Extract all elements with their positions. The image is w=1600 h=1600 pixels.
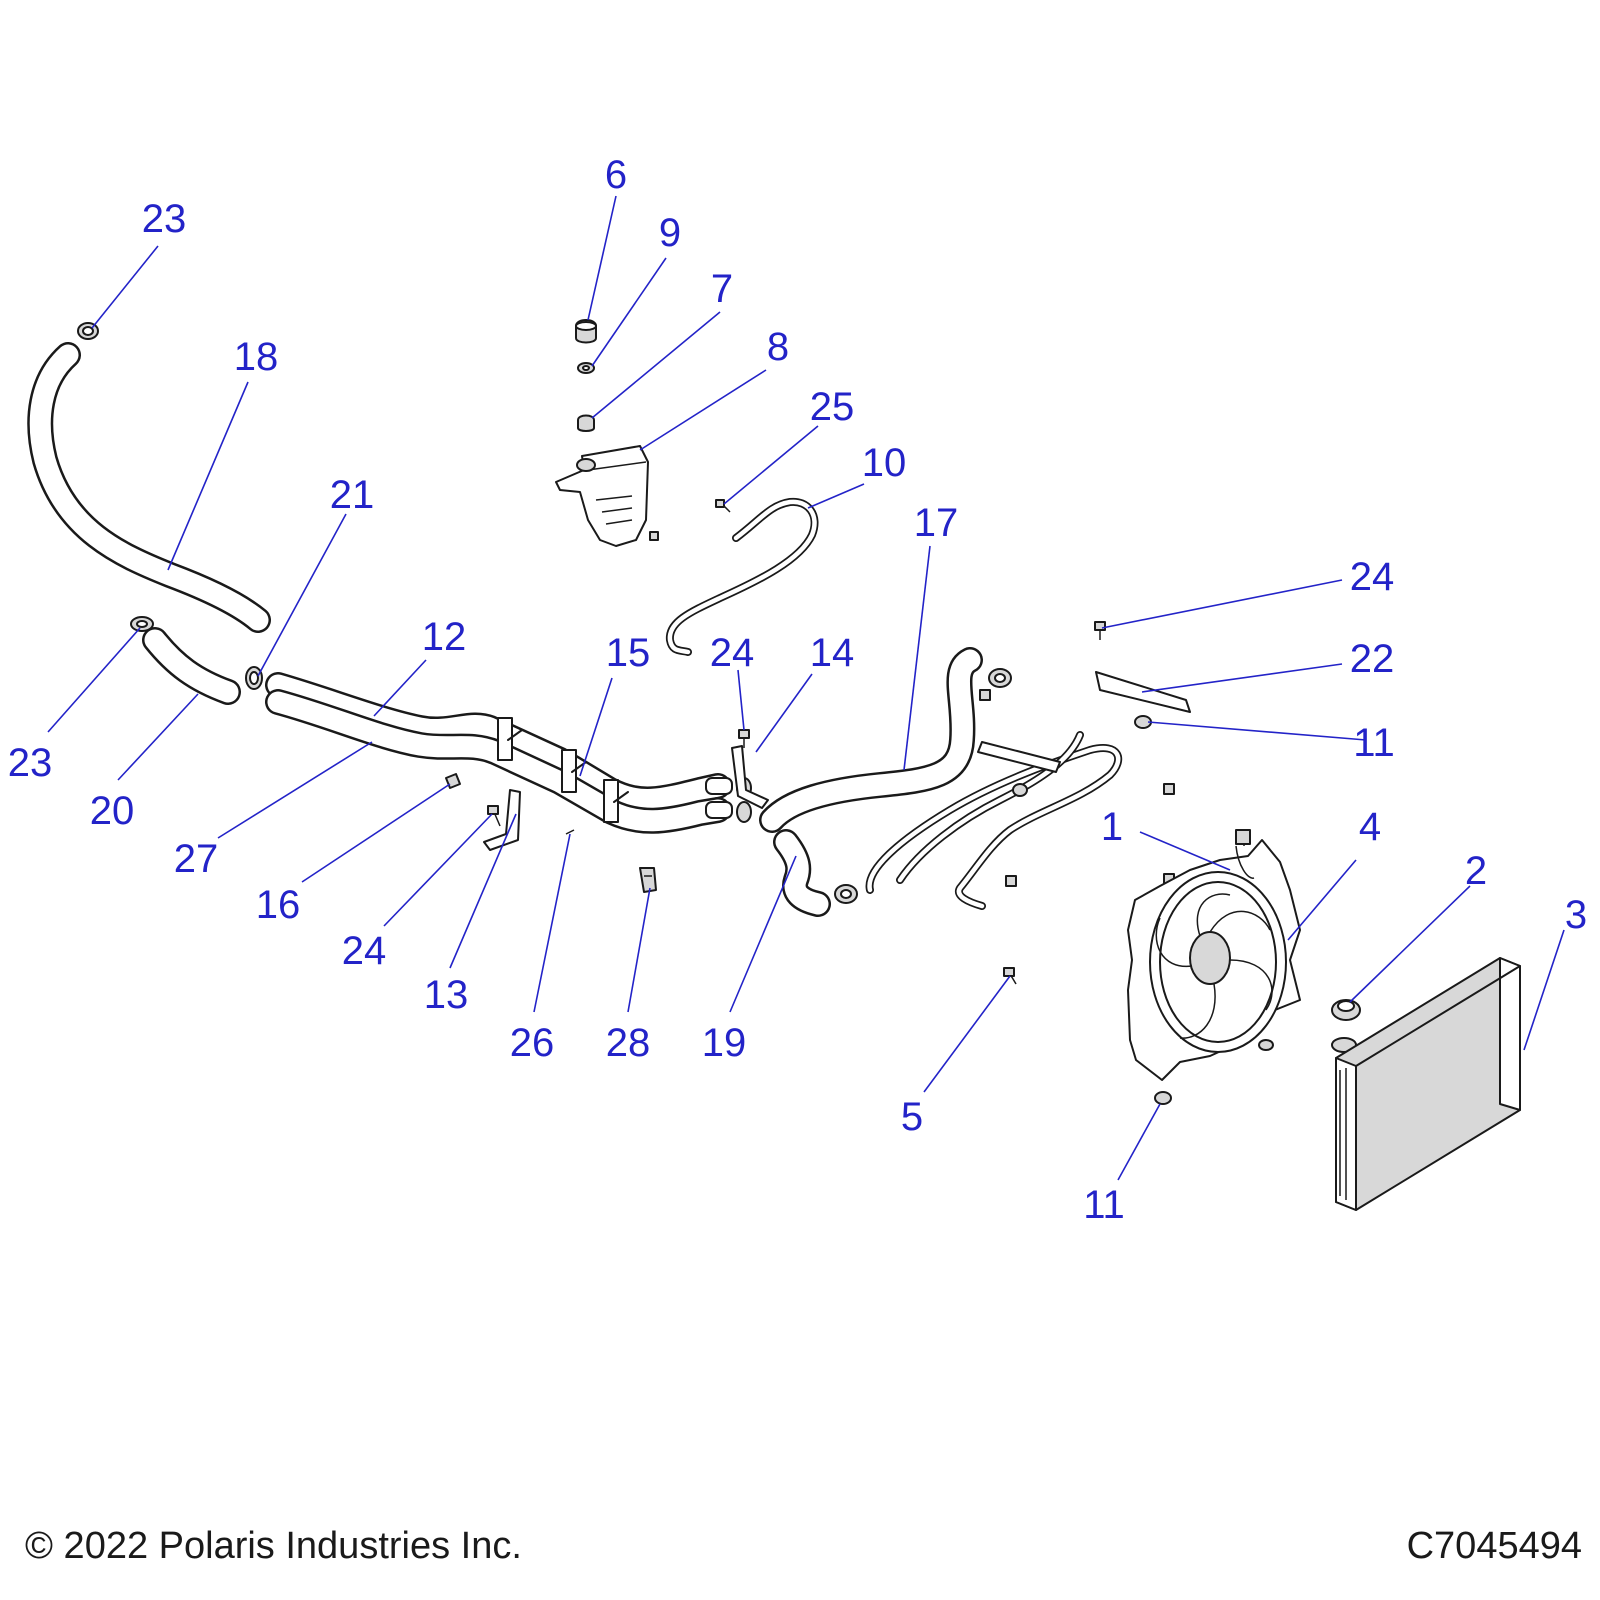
- callout-25: 25: [810, 385, 855, 429]
- callout-7: 7: [711, 267, 733, 311]
- callout-23-top: 23: [142, 197, 187, 241]
- callout-21: 21: [330, 473, 375, 517]
- callout-6: 6: [605, 153, 627, 197]
- callout-20: 20: [90, 789, 135, 833]
- callout-18: 18: [234, 335, 279, 379]
- part-grommet-extra: [1258, 1039, 1274, 1051]
- callout-2: 2: [1465, 849, 1487, 893]
- callout-19: 19: [702, 1021, 747, 1065]
- callout-3: 3: [1565, 893, 1587, 937]
- part-clamp-19: [834, 884, 858, 904]
- callout-24-center: 24: [710, 631, 755, 675]
- drawing-number: C7045494: [1406, 1525, 1582, 1567]
- part-radiator-cap-2: [1331, 999, 1361, 1053]
- part-clip-28: [639, 867, 657, 893]
- callout-14: 14: [810, 631, 855, 675]
- callout-1: 1: [1101, 805, 1123, 849]
- callout-23-left: 23: [8, 741, 53, 785]
- part-clamp-17: [988, 668, 1012, 688]
- part-grommet-11-lower: [1154, 1091, 1172, 1105]
- callout-labels: 1 2 3 4 5 6 7 8 9 10 11 11 12 13 14 15 1…: [8, 153, 1587, 1227]
- part-cap-6: [575, 319, 597, 344]
- callout-8: 8: [767, 325, 789, 369]
- callout-22: 22: [1350, 637, 1395, 681]
- callout-24-left: 24: [342, 929, 387, 973]
- callout-5: 5: [901, 1095, 923, 1139]
- part-hose-20: [142, 627, 241, 705]
- part-hose-17: [759, 647, 983, 833]
- callout-11-upper: 11: [1353, 721, 1395, 765]
- callout-13: 13: [424, 973, 469, 1017]
- part-bracket-14: [731, 745, 769, 809]
- callout-27: 27: [174, 837, 219, 881]
- callout-10: 10: [862, 441, 907, 485]
- callout-9: 9: [659, 211, 681, 255]
- part-hose-18: [27, 342, 271, 633]
- part-fan-wire-frame: [865, 731, 1123, 910]
- part-fan-assembly-1-4: [1127, 829, 1301, 1081]
- callout-11-lower: 11: [1083, 1183, 1125, 1227]
- callout-16: 16: [256, 883, 301, 927]
- callout-26: 26: [510, 1021, 555, 1065]
- callout-17: 17: [914, 501, 959, 545]
- part-clamp-23-left: [130, 616, 154, 632]
- part-tubes-12-27: [265, 672, 731, 834]
- part-hose-19: [773, 829, 831, 917]
- callout-28: 28: [606, 1021, 651, 1065]
- callout-4: 4: [1359, 805, 1381, 849]
- part-reservoir-8: [555, 445, 649, 547]
- callout-12: 12: [422, 615, 467, 659]
- part-plug-7: [577, 414, 595, 432]
- part-washer-9: [577, 362, 595, 374]
- part-bracket-13: [483, 789, 521, 851]
- leader-lines: [47, 195, 1565, 1181]
- copyright-notice: © 2022 Polaris Industries Inc.: [25, 1525, 522, 1567]
- part-clamp-21: [245, 666, 263, 690]
- part-radiator-3: [1335, 957, 1521, 1211]
- callout-24-top-right: 24: [1350, 555, 1395, 599]
- callout-15: 15: [606, 631, 651, 675]
- part-tube-10: [665, 497, 819, 656]
